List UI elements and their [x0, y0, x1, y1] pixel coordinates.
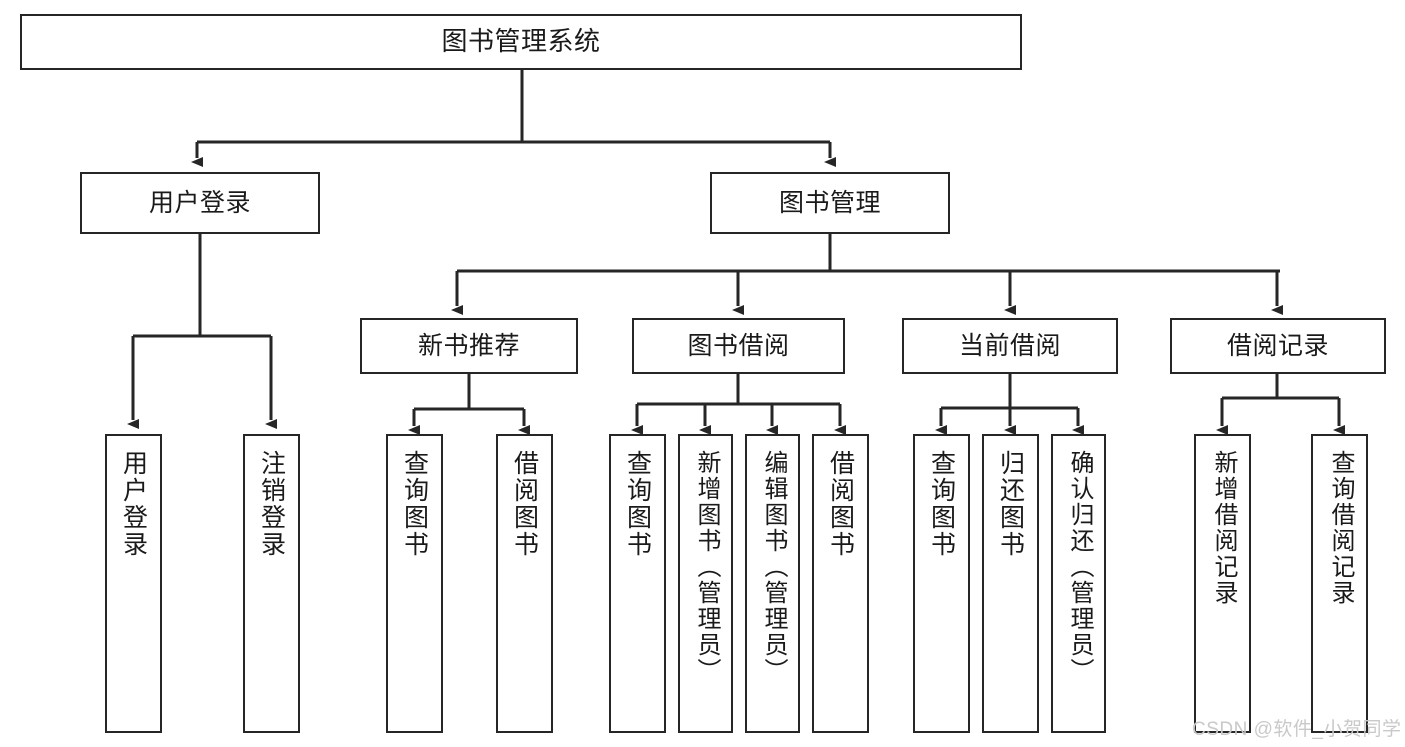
node-leaf-query-book-2[interactable]: 查询图书 — [609, 434, 666, 733]
node-new-book-recommend-label: 新书推荐 — [417, 331, 520, 360]
node-leaf-return-book-label: 归还图书 — [996, 450, 1025, 558]
node-leaf-add-book-label: 新增图书（管理员） — [692, 450, 720, 684]
node-current-borrow[interactable]: 当前借阅 — [902, 318, 1118, 374]
node-leaf-logout-login[interactable]: 注销登录 — [243, 434, 300, 733]
node-current-borrow-label: 当前借阅 — [958, 331, 1061, 360]
node-root-system[interactable]: 图书管理系统 — [20, 14, 1022, 70]
node-user-login[interactable]: 用户登录 — [80, 172, 320, 234]
node-leaf-return-book[interactable]: 归还图书 — [982, 434, 1039, 733]
node-leaf-confirm-return[interactable]: 确认归还（管理员） — [1051, 434, 1106, 733]
node-leaf-query-record[interactable]: 查询借阅记录 — [1311, 434, 1368, 733]
node-leaf-add-record[interactable]: 新增借阅记录 — [1194, 434, 1251, 733]
node-leaf-add-record-label: 新增借阅记录 — [1209, 450, 1237, 606]
node-leaf-query-book-1[interactable]: 查询图书 — [386, 434, 443, 733]
node-leaf-borrow-book-2[interactable]: 借阅图书 — [812, 434, 869, 733]
node-borrow-record[interactable]: 借阅记录 — [1170, 318, 1386, 374]
node-leaf-query-book-3-label: 查询图书 — [927, 450, 956, 558]
node-leaf-query-book-2-label: 查询图书 — [623, 450, 652, 558]
node-root-system-label: 图书管理系统 — [441, 26, 601, 57]
node-leaf-query-book-3[interactable]: 查询图书 — [913, 434, 970, 733]
node-leaf-borrow-book-1-label: 借阅图书 — [510, 450, 539, 558]
node-leaf-add-book[interactable]: 新增图书（管理员） — [678, 434, 733, 733]
node-leaf-borrow-book-2-label: 借阅图书 — [826, 450, 855, 558]
node-book-borrow-label: 图书借阅 — [687, 331, 790, 360]
node-book-manage[interactable]: 图书管理 — [710, 172, 950, 234]
node-user-login-label: 用户登录 — [148, 188, 251, 217]
node-leaf-confirm-return-label: 确认归还（管理员） — [1065, 450, 1093, 684]
node-borrow-record-label: 借阅记录 — [1226, 331, 1329, 360]
node-leaf-edit-book-label: 编辑图书（管理员） — [759, 450, 787, 684]
csdn-watermark: CSDN @软件_小贺同学 — [1192, 719, 1402, 740]
node-book-manage-label: 图书管理 — [778, 188, 881, 217]
node-leaf-query-book-1-label: 查询图书 — [400, 450, 429, 558]
node-leaf-user-login[interactable]: 用户登录 — [105, 434, 162, 733]
node-book-borrow[interactable]: 图书借阅 — [632, 318, 845, 374]
node-leaf-query-record-label: 查询借阅记录 — [1326, 450, 1354, 606]
node-leaf-user-login-label: 用户登录 — [119, 450, 148, 558]
node-leaf-edit-book[interactable]: 编辑图书（管理员） — [745, 434, 800, 733]
node-leaf-borrow-book-1[interactable]: 借阅图书 — [496, 434, 553, 733]
node-new-book-recommend[interactable]: 新书推荐 — [360, 318, 578, 374]
node-leaf-logout-login-label: 注销登录 — [257, 450, 286, 558]
